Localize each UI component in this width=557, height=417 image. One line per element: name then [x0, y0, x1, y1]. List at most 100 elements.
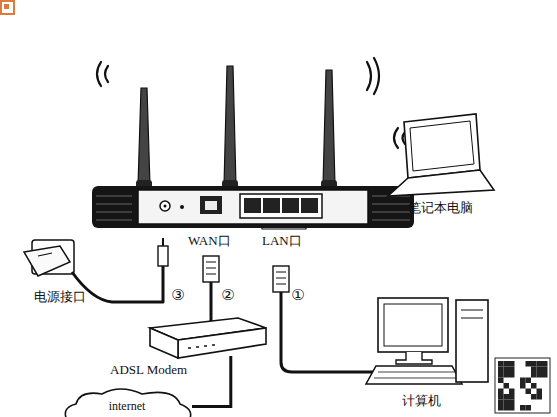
router-body — [200, 196, 222, 214]
qr-code — [498, 361, 548, 411]
qr-code — [498, 400, 504, 406]
qr-code — [531, 372, 537, 378]
desktop-computer — [456, 300, 488, 382]
antenna — [323, 70, 335, 186]
callout-number: ② — [221, 287, 234, 304]
power-adapter — [38, 253, 52, 256]
power-adapter — [158, 246, 168, 266]
part-label: LAN口 — [262, 234, 302, 249]
qr-code — [509, 400, 515, 406]
power-adapter — [24, 246, 70, 276]
power-adapter — [24, 238, 168, 276]
desktop-computer — [366, 366, 462, 384]
qr-code — [504, 405, 510, 411]
qr-code — [537, 389, 543, 395]
device-label: ADSL Modem — [110, 363, 187, 378]
qr-code — [509, 405, 515, 411]
corner-icon — [1, 1, 14, 14]
wifi-waves — [97, 62, 101, 86]
router-body — [282, 198, 299, 213]
cable-line — [192, 356, 231, 407]
desktop-computer — [461, 310, 483, 318]
qr-code — [520, 378, 526, 384]
laptop — [388, 170, 494, 196]
cables — [210, 282, 213, 322]
desktop-computer — [378, 298, 448, 352]
qr-code — [498, 394, 504, 400]
cloud-label: internet — [62, 396, 192, 417]
qr-code — [498, 378, 504, 384]
router-body — [180, 205, 184, 209]
qr-code — [526, 389, 532, 395]
qr-code — [520, 383, 526, 389]
antenna — [224, 66, 236, 186]
qr-code — [504, 367, 510, 373]
callout-number: ① — [291, 287, 304, 304]
laptop — [410, 121, 474, 171]
desktop-computer — [374, 372, 458, 378]
qr-code — [495, 358, 550, 413]
qr-code — [531, 367, 537, 373]
qr-code — [495, 358, 550, 413]
qr-code — [526, 361, 532, 367]
internet-cloud: internet — [62, 396, 192, 417]
antenna — [138, 88, 150, 186]
qr-code — [542, 367, 548, 373]
router-body — [164, 205, 167, 208]
qr-code — [498, 367, 504, 373]
cables — [72, 266, 380, 372]
modem-front — [178, 328, 266, 358]
qr-code — [537, 367, 543, 373]
router-body — [244, 198, 261, 213]
router-body — [160, 201, 170, 211]
router-body — [301, 198, 318, 213]
lan-bracket — [262, 224, 306, 229]
qr-code — [498, 372, 504, 378]
qr-code — [504, 383, 510, 389]
antenna — [136, 66, 337, 190]
router-body — [240, 194, 322, 218]
modem-lights — [188, 345, 215, 348]
qr-code — [509, 389, 515, 395]
desktop-computer — [366, 298, 488, 384]
part-label: 电源接口 — [34, 290, 86, 305]
qr-code — [509, 394, 515, 400]
rj45-plug — [203, 256, 289, 292]
qr-code — [531, 394, 537, 400]
power-adapter — [162, 238, 164, 246]
qr-code — [509, 367, 515, 373]
laptop — [388, 114, 494, 196]
qr-code — [537, 372, 543, 378]
qr-code — [498, 361, 504, 367]
desktop-computer — [396, 352, 432, 364]
qr-code — [520, 405, 526, 411]
router-body — [205, 201, 217, 210]
router-body — [138, 190, 368, 224]
router-body — [263, 198, 280, 213]
qr-code — [526, 405, 532, 411]
part-label: WAN口 — [188, 234, 231, 249]
qr-code — [531, 361, 537, 367]
router-body — [92, 186, 414, 228]
callout-number: ③ — [171, 287, 184, 304]
qr-code — [498, 389, 504, 395]
laptop — [404, 114, 480, 178]
desktop-computer — [384, 304, 442, 346]
qr-code — [509, 361, 515, 367]
qr-code — [531, 383, 537, 389]
wifi-waves — [367, 62, 371, 90]
qr-code — [498, 405, 504, 411]
qr-code — [542, 361, 548, 367]
qr-code — [504, 400, 510, 406]
wifi-waves — [394, 128, 398, 148]
qr-code — [509, 372, 515, 378]
qr-code — [504, 394, 510, 400]
qr-code — [537, 394, 543, 400]
router-body — [92, 186, 414, 228]
qr-code — [537, 361, 543, 367]
wifi-waves — [374, 58, 379, 94]
corner-icon — [4, 4, 9, 9]
qr-code — [526, 378, 532, 384]
